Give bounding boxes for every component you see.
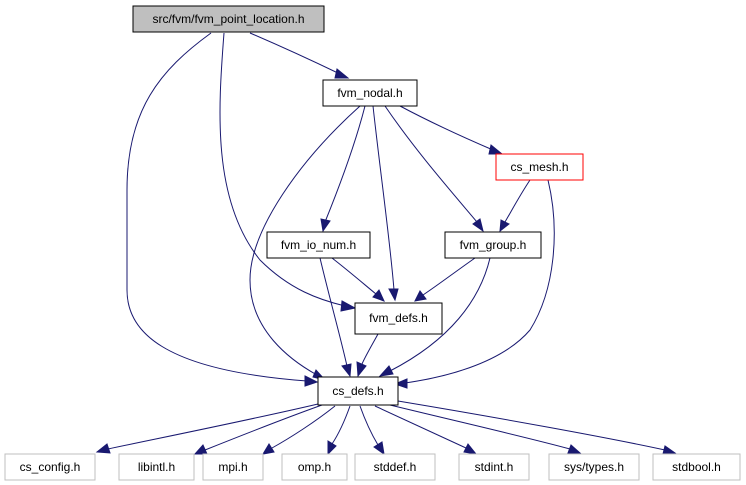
node-label: sys/types.h [564, 460, 624, 474]
node-label: cs_config.h [20, 460, 81, 474]
node-cs-defs[interactable]: cs_defs.h [317, 376, 399, 406]
edge-fvm-group-cs-defs [378, 257, 491, 377]
node-mpi[interactable]: mpi.h [202, 453, 264, 481]
node-fvm-point-location[interactable]: src/fvm/fvm_point_location.h [132, 5, 325, 33]
node-label: stddef.h [374, 460, 417, 474]
edge-cs-mesh-fvm-group [499, 179, 531, 233]
edge-cs-mesh-cs-defs [393, 179, 555, 389]
edge-root-fvm-defs [219, 32, 357, 312]
edge-fvm-nodal-fvm-group [384, 105, 484, 233]
node-label: cs_defs.h [332, 384, 383, 398]
edge-cs-defs-stdint [374, 405, 478, 455]
node-label: src/fvm/fvm_point_location.h [152, 12, 304, 26]
node-fvm-defs[interactable]: fvm_defs.h [354, 302, 443, 335]
node-label: omp.h [298, 460, 331, 474]
node-cs-config[interactable]: cs_config.h [4, 453, 96, 481]
edge-root-fvm-nodal [249, 32, 350, 79]
node-label: stdint.h [475, 460, 514, 474]
edge-root-cs-defs [126, 32, 319, 387]
edge-fvm-defs-cs-defs [356, 333, 379, 378]
node-stddef[interactable]: stddef.h [354, 453, 436, 481]
node-stdbool[interactable]: stdbool.h [652, 453, 741, 481]
node-label: stdbool.h [672, 460, 721, 474]
node-stdint[interactable]: stdint.h [458, 453, 530, 481]
edge-fvm-nodal-fvm-io-num [320, 105, 366, 233]
node-label: fvm_defs.h [369, 311, 428, 325]
node-label: fvm_io_num.h [281, 238, 356, 252]
node-cs-mesh[interactable]: cs_mesh.h [495, 153, 584, 181]
node-fvm-io-num[interactable]: fvm_io_num.h [266, 231, 371, 259]
node-label: fvm_nodal.h [337, 86, 402, 100]
node-label: cs_mesh.h [510, 160, 568, 174]
node-omp[interactable]: omp.h [281, 453, 348, 481]
node-fvm-nodal[interactable]: fvm_nodal.h [322, 79, 418, 107]
node-label: mpi.h [218, 460, 247, 474]
node-label: libintl.h [138, 460, 175, 474]
nodes: src/fvm/fvm_point_location.h fvm_nodal.h… [4, 5, 741, 481]
edge-cs-defs-stdbool [397, 400, 677, 455]
node-libintl[interactable]: libintl.h [118, 453, 195, 481]
node-fvm-group[interactable]: fvm_group.h [444, 231, 542, 259]
node-label: fvm_group.h [460, 238, 527, 252]
edge-cs-defs-cs-config [95, 403, 319, 454]
edge-cs-defs-libintl [193, 404, 323, 455]
edge-fvm-nodal-fvm-defs [372, 105, 399, 302]
edge-cs-defs-omp [327, 405, 351, 456]
edge-cs-defs-mpi [262, 405, 336, 455]
edge-fvm-io-num-cs-defs [319, 257, 352, 378]
node-sys-types[interactable]: sys/types.h [548, 453, 640, 481]
edge-cs-defs-sys-types [389, 404, 582, 454]
edge-fvm-group-fvm-defs [414, 257, 476, 302]
edge-cs-defs-stddef [359, 405, 385, 456]
edge-fvm-io-num-fvm-defs [331, 257, 385, 302]
